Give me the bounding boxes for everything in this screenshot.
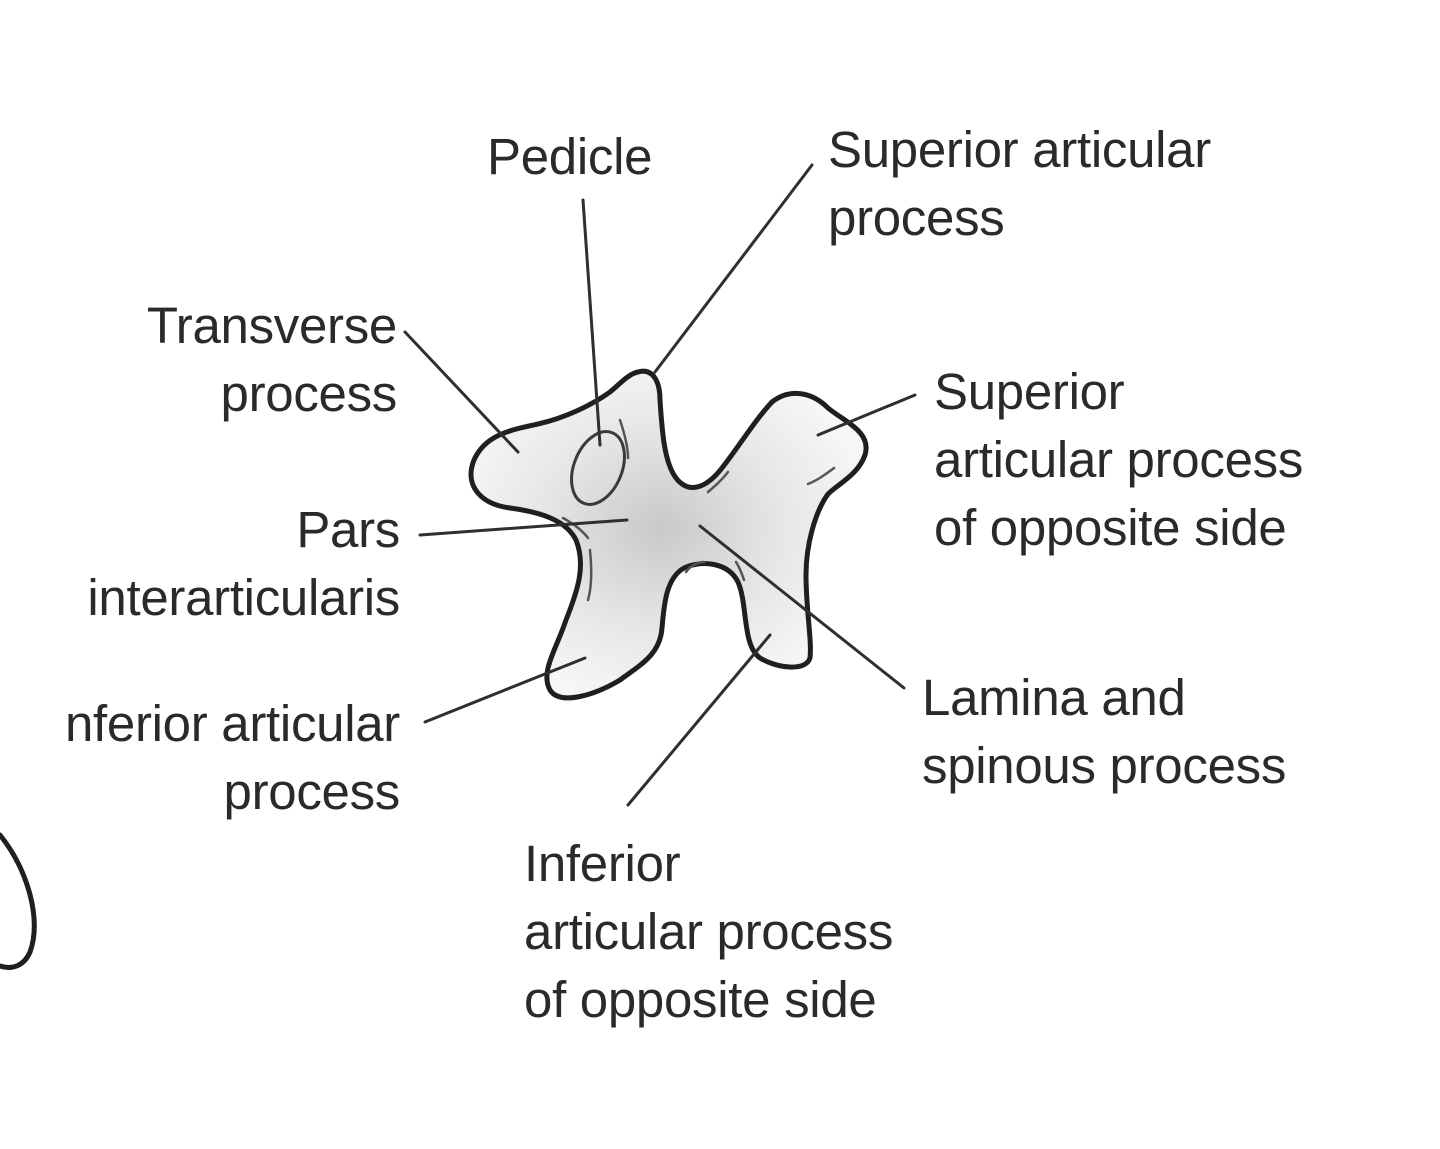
label-line: process <box>828 189 1005 246</box>
label-inferior-articular-process: nferior articular process <box>65 690 400 826</box>
label-line: Lamina and <box>922 669 1186 726</box>
label-pedicle: Pedicle <box>487 123 652 191</box>
detail-stroke <box>706 470 730 494</box>
label-line: of opposite side <box>524 971 877 1028</box>
leader-lamina-and-spinous-process <box>698 524 906 690</box>
label-inferior-articular-process-opposite: Inferior articular process of opposite s… <box>524 830 893 1034</box>
label-line: Inferior <box>524 835 681 892</box>
label-line: Transverse <box>146 297 397 354</box>
adjacent-structure-outline <box>0 832 37 970</box>
leader-pedicle <box>581 198 602 447</box>
leader-transverse-process <box>403 330 520 454</box>
label-line: articular process <box>934 431 1304 488</box>
label-line: articular process <box>524 903 894 960</box>
label-superior-articular-process: Superior articular process <box>828 116 1211 252</box>
label-line: interarticularis <box>87 569 400 626</box>
label-line: nferior articular <box>64 695 400 752</box>
leader-pars-interarticularis <box>418 518 629 537</box>
label-line: of opposite side <box>934 499 1287 556</box>
vertebra-outline <box>468 368 869 701</box>
detail-stroke <box>734 560 746 582</box>
leader-inferior-articular-process-opposite <box>626 633 772 807</box>
label-line: process <box>223 763 401 820</box>
label-line: spinous process <box>922 737 1287 794</box>
leader-superior-articular-process <box>653 163 814 374</box>
detail-stroke <box>586 548 593 602</box>
detail-stroke <box>806 466 836 486</box>
label-pedicle-text: Pedicle <box>487 128 653 185</box>
label-line: Superior <box>934 363 1125 420</box>
label-line: process <box>220 365 398 422</box>
label-superior-articular-process-opposite: Superior articular process of opposite s… <box>934 358 1303 562</box>
detail-stroke <box>618 418 630 460</box>
leader-superior-articular-process-opposite <box>816 393 917 437</box>
leader-inferior-articular-process <box>423 656 587 724</box>
pedicle-outline <box>570 430 626 506</box>
label-pars-interarticularis: Pars interarticularis <box>87 496 400 632</box>
label-line: Pars <box>296 501 400 558</box>
label-lamina-and-spinous-process: Lamina and spinous process <box>922 664 1286 800</box>
detail-stroke <box>561 516 590 540</box>
detail-stroke <box>684 560 706 574</box>
label-line: Superior articular <box>828 121 1211 178</box>
label-transverse-process: Transverse process <box>147 292 397 428</box>
